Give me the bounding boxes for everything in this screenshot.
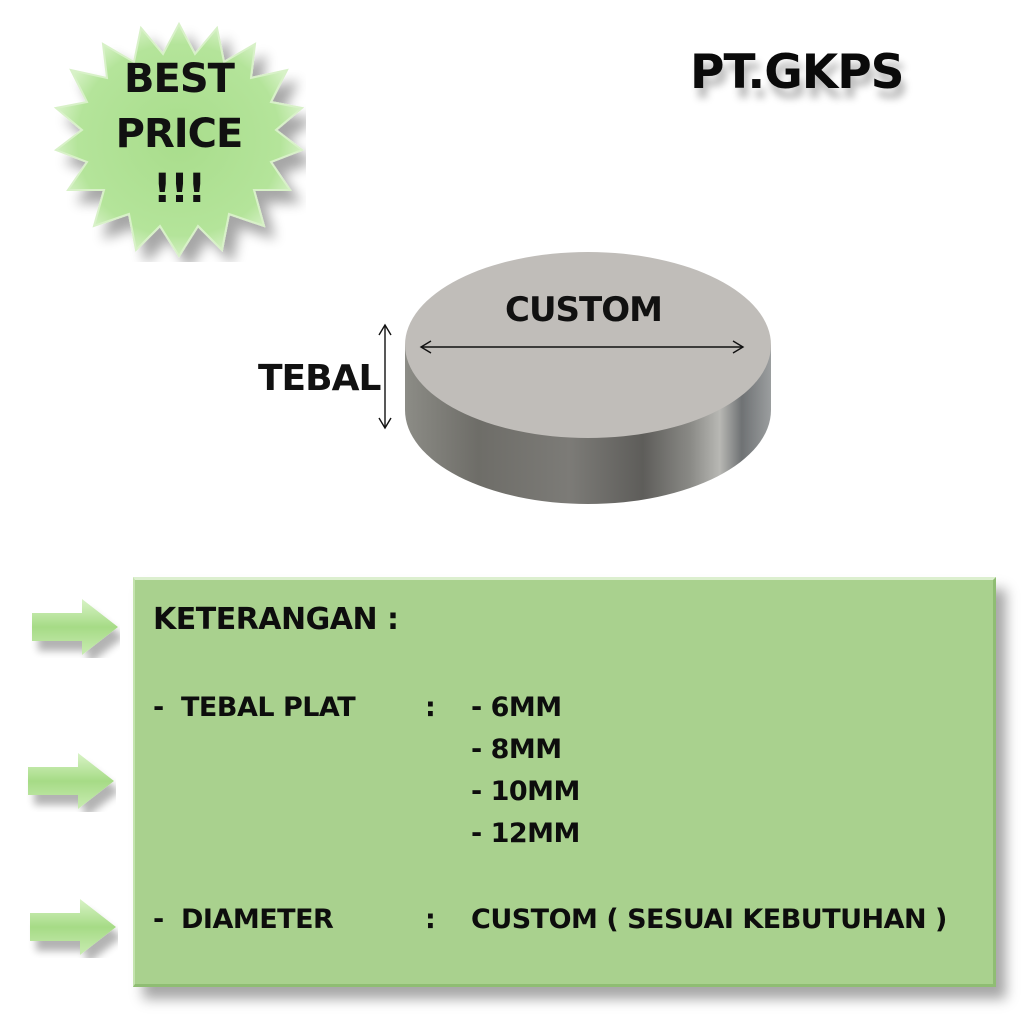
diameter-spec-label: DIAMETER bbox=[181, 904, 334, 935]
thickness-spec-label: TEBAL PLAT bbox=[181, 692, 356, 723]
info-panel: KETERANGAN : - TEBAL PLAT : - 6MM - 8MM … bbox=[133, 577, 996, 987]
thickness-value: - 12MM bbox=[471, 818, 580, 849]
brand-title: PT.GKPS bbox=[690, 45, 905, 100]
arrow-right-icon bbox=[28, 753, 114, 809]
separator: : bbox=[425, 904, 436, 935]
badge-line-3: !!! bbox=[153, 166, 206, 212]
thickness-arrow-icon bbox=[378, 323, 392, 430]
thickness-label: TEBAL bbox=[258, 358, 381, 399]
arrow-right-icon bbox=[32, 599, 118, 655]
thickness-value: - 10MM bbox=[471, 776, 580, 807]
thickness-value: - 8MM bbox=[471, 734, 562, 765]
starburst-icon bbox=[53, 21, 305, 258]
thickness-value: - 6MM bbox=[471, 692, 562, 723]
disc-diagram-icon bbox=[405, 252, 771, 504]
best-price-badge: BEST PRICE !!! bbox=[52, 18, 306, 262]
panel-title: KETERANGAN : bbox=[153, 602, 399, 637]
diameter-label: CUSTOM bbox=[505, 290, 663, 330]
bullet: - bbox=[153, 692, 164, 723]
arrow-right-icon bbox=[30, 899, 116, 955]
separator: : bbox=[425, 692, 436, 723]
badge-line-1: BEST bbox=[124, 56, 235, 102]
diameter-value: CUSTOM ( SESUAI KEBUTUHAN ) bbox=[471, 904, 947, 935]
badge-line-2: PRICE bbox=[115, 111, 244, 157]
bullet: - bbox=[153, 904, 164, 935]
